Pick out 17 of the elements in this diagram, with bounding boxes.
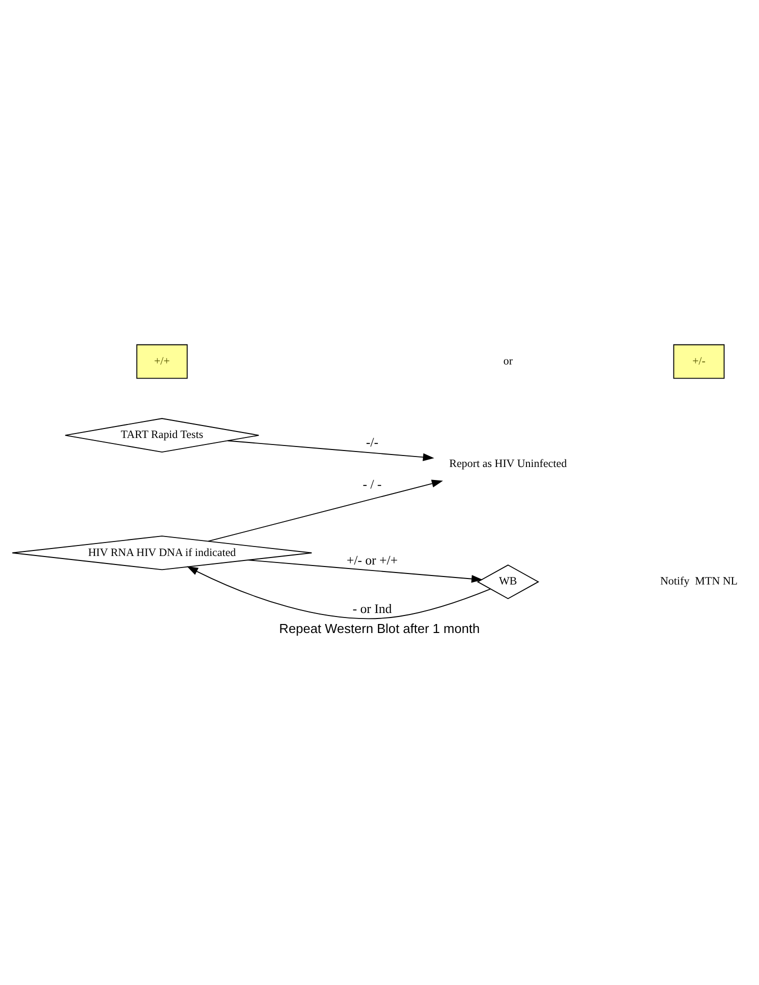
arrow <box>248 560 483 583</box>
arrow <box>227 440 434 462</box>
node-diamond: WB <box>476 564 540 600</box>
label: or <box>503 355 513 368</box>
node-box: +/- <box>673 344 725 379</box>
node-box: +/+ <box>136 344 188 379</box>
caption: Repeat Western Blot after 1 month <box>279 620 480 636</box>
node-diamond: HIV RNA HIV DNA if indicated <box>12 536 312 570</box>
node-text: Report as HIV Uninfected <box>449 458 567 470</box>
arrow <box>186 566 491 620</box>
arrow <box>208 480 443 542</box>
label: Notify MTN NL <box>660 576 738 588</box>
edge-label: +/- or +/+ <box>346 552 398 568</box>
edge-label: -/- <box>366 434 378 450</box>
edge-label: - / - <box>362 476 382 492</box>
node-diamond: TART Rapid Tests <box>64 418 260 453</box>
edge-label: - or Ind <box>352 600 392 616</box>
